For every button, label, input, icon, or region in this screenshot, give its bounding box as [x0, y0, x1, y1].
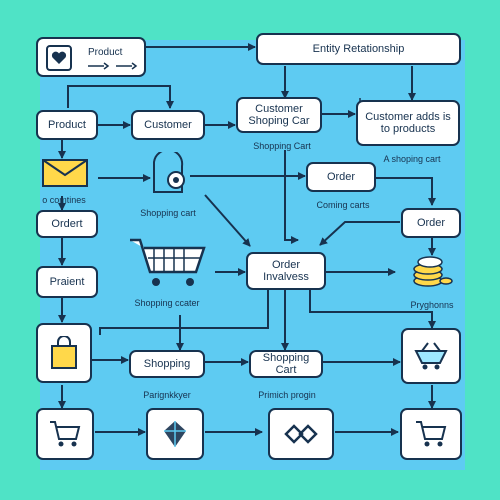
a-shoping-cart-caption: A shoping cart: [383, 154, 441, 164]
heart-icon: [46, 45, 72, 71]
connector-lines: [58, 43, 436, 436]
diagram-title: Entity Retationship: [312, 43, 405, 55]
chat-bubble-icon: [153, 152, 185, 193]
double-diamond-box: [268, 408, 334, 460]
product-header-label: Product: [88, 47, 123, 58]
order-invalvess-box: Order Invalvess: [246, 252, 326, 290]
shopping-cart-label: Shopping Cart: [262, 352, 310, 376]
order-invalvess-label: Order Invalvess: [263, 259, 309, 283]
shopping-ccater-caption: Shopping ccater: [134, 298, 200, 308]
coin-stack-icon: [413, 256, 453, 287]
shopping-cart-caption-2: Shopping cart: [140, 208, 196, 218]
o-comtines-caption: o comtines: [42, 195, 86, 205]
praient-box: Praient: [36, 266, 98, 298]
customer-adds-label: Customer adds is to products: [365, 111, 451, 135]
shopping-bag-icon: [51, 336, 77, 369]
basket-icon: [414, 342, 448, 370]
order-left-box: Ordert: [36, 210, 98, 238]
product-header-box: Product: [36, 37, 146, 77]
customer-label: Customer: [144, 119, 192, 131]
double-diamond-icon: [284, 424, 318, 444]
primich-progin-caption: Primich progin: [258, 390, 316, 400]
customer-adds-box: Customer adds is to products: [356, 100, 460, 146]
order-right-label: Order: [416, 217, 446, 229]
envelope-icon: [42, 159, 88, 187]
shopping-cart-box: Shopping Cart: [249, 350, 323, 378]
arrow-icon: [88, 62, 138, 70]
diamond-box: [146, 408, 204, 460]
customer-shopping-box: Customer Shoping Car: [236, 97, 322, 133]
shopping-cart-caption: Shopping Cart: [253, 141, 311, 151]
pryghonns-caption: Pryghonns: [410, 300, 454, 310]
shopping-cart-icon: [416, 421, 447, 447]
customer-shopping-label: Customer Shoping Car: [248, 103, 310, 127]
shopping-box: Shopping: [129, 350, 205, 378]
shopping-cart-icon: [130, 238, 206, 286]
shopping-label: Shopping: [143, 358, 191, 370]
coming-carts-caption: Coming carts: [316, 200, 370, 210]
parignkkyer-caption: Parignkkyer: [143, 390, 191, 400]
praient-label: Praient: [49, 276, 85, 288]
order-mid-label: Order: [326, 171, 356, 183]
order-right-box: Order: [401, 208, 461, 238]
shopping-cart-icon: [50, 421, 81, 447]
basket-box: [401, 328, 461, 384]
order-left-label: Ordert: [51, 218, 83, 230]
cart-box-left: [36, 408, 94, 460]
diamond-icon: [164, 421, 186, 447]
product-label: Product: [48, 119, 86, 131]
customer-box: Customer: [131, 110, 205, 140]
cart-box-right: [400, 408, 462, 460]
entity-relationship-title-box: Entity Retationship: [256, 33, 461, 65]
shopping-bag-box: [36, 323, 92, 383]
order-mid-box: Order: [306, 162, 376, 192]
product-box: Product: [36, 110, 98, 140]
